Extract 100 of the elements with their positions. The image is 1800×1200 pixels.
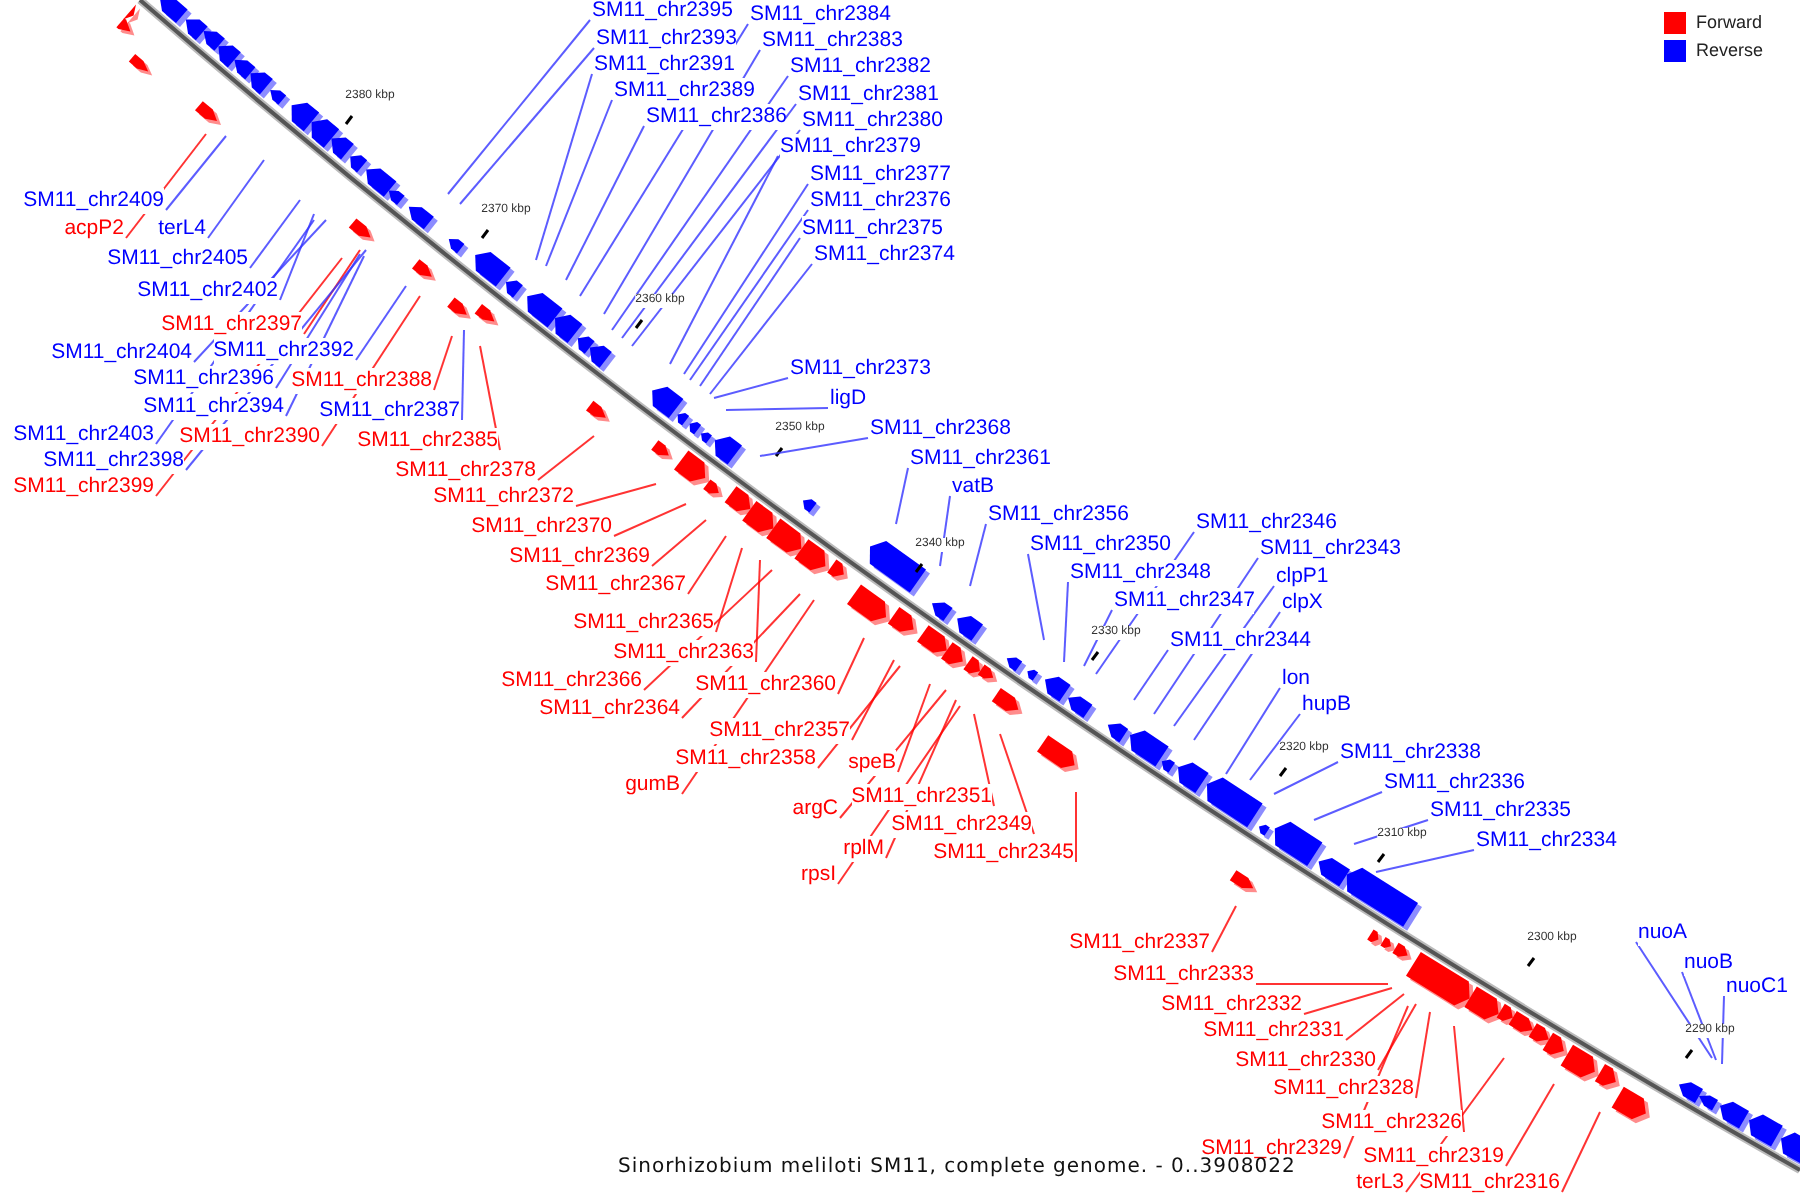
leader-line <box>447 19 591 195</box>
leader-line <box>725 407 829 411</box>
gene-label: SM11_chr2382 <box>790 54 931 80</box>
gene-label: speB <box>848 750 896 776</box>
gene-label: SM11_chr2391 <box>594 52 735 78</box>
gene-label: SM11_chr2399 <box>13 474 154 500</box>
leader-line <box>1063 581 1069 663</box>
gene-label: nuoA <box>1638 920 1688 946</box>
leader-line <box>699 237 801 387</box>
leader-line <box>1453 1025 1465 1133</box>
leader-line <box>1249 713 1301 781</box>
leader-line <box>1377 1003 1417 1071</box>
gene-label: SM11_chr2349 <box>891 812 1032 838</box>
gene-label: acpP2 <box>64 216 124 242</box>
gene-label: SM11_chr2366 <box>501 668 642 694</box>
leader-line <box>895 467 909 525</box>
gene-label: SM11_chr2372 <box>433 484 574 510</box>
gene-label: SM11_chr2356 <box>988 502 1129 528</box>
leader-line <box>461 329 465 421</box>
legend-label: Forward <box>1696 12 1765 34</box>
gene-label: SM11_chr2357 <box>709 718 850 744</box>
leader-line <box>715 547 743 633</box>
gene-label: SM11_chr2396 <box>133 366 274 392</box>
leader-line <box>1075 791 1077 863</box>
gene-label: SM11_chr2361 <box>910 446 1051 472</box>
leader-line <box>1313 791 1383 821</box>
leader-line <box>613 503 687 537</box>
leader-line <box>1303 987 1393 1015</box>
leader-line <box>651 519 707 567</box>
leader-line <box>1273 761 1339 795</box>
leader-line <box>459 47 595 205</box>
gene-label: clpP1 <box>1276 564 1329 590</box>
leader-line <box>479 345 501 451</box>
gene-label: SM11_chr2330 <box>1235 1048 1376 1074</box>
leader-line <box>355 285 407 361</box>
gene-label: SM11_chr2392 <box>213 338 354 364</box>
leader-line <box>713 377 789 399</box>
leader-line <box>837 637 865 695</box>
gene-label: SM11_chr2358 <box>675 746 816 772</box>
gene-label: SM11_chr2394 <box>143 394 284 420</box>
leader-line <box>709 263 813 395</box>
gene-label: SM11_chr2336 <box>1384 770 1525 796</box>
gene-label: SM11_chr2378 <box>395 458 536 484</box>
leader-line <box>249 199 301 269</box>
gene-label: SM11_chr2360 <box>695 672 836 698</box>
gene-label: SM11_chr2335 <box>1430 798 1571 824</box>
gene-label: ligD <box>830 386 867 412</box>
leader-line <box>759 437 869 457</box>
gene-label: SM11_chr2385 <box>357 428 498 454</box>
gene-label: SM11_chr2348 <box>1070 560 1211 586</box>
leader-line <box>1133 649 1169 701</box>
gene-label: nuoB <box>1684 950 1734 976</box>
gene-label: argC <box>792 796 838 822</box>
leader-line <box>851 659 895 741</box>
gene-label: SM11_chr2397 <box>161 312 302 338</box>
leader-line <box>687 535 727 595</box>
gene-label: SM11_chr2363 <box>613 640 754 666</box>
leader-line <box>969 523 987 587</box>
leader-line <box>303 249 361 335</box>
leader-line <box>1211 905 1237 953</box>
gene-label: SM11_chr2328 <box>1273 1076 1414 1102</box>
gene-label: SM11_chr2388 <box>291 368 432 394</box>
gene-label: SM11_chr2373 <box>790 356 931 382</box>
gene-label: SM11_chr2379 <box>780 134 921 160</box>
gene-label: SM11_chr2405 <box>107 246 248 272</box>
gene-label: SM11_chr2403 <box>13 422 154 448</box>
leader-line <box>755 559 761 663</box>
gene-label: SM11_chr2377 <box>810 162 951 188</box>
leader-line <box>669 155 779 365</box>
leader-line <box>1225 687 1281 775</box>
leader-line <box>973 713 995 807</box>
leader-line <box>165 135 227 211</box>
gene-label: SM11_chr2389 <box>614 78 755 104</box>
leader-line <box>1375 849 1475 873</box>
gene-label: SM11_chr2376 <box>810 188 951 214</box>
gene-label: SM11_chr2326 <box>1321 1110 1462 1136</box>
gene-label: SM11_chr2375 <box>802 216 943 242</box>
gene-label: SM11_chr2337 <box>1069 930 1210 956</box>
gene-label: SM11_chr2368 <box>870 416 1011 442</box>
gene-label: SM11_chr2386 <box>646 104 787 130</box>
gene-label: SM11_chr2319 <box>1363 1144 1504 1170</box>
leader-line <box>1345 993 1405 1041</box>
gene-label: SM11_chr2404 <box>51 340 192 366</box>
gene-label: SM11_chr2383 <box>762 28 903 54</box>
gene-label: SM11_chr2374 <box>814 242 955 268</box>
gene-label: SM11_chr2332 <box>1161 992 1302 1018</box>
gene-label: clpX <box>1282 590 1323 616</box>
leader-line <box>1635 941 1713 1059</box>
gene-label: rpsI <box>800 862 836 888</box>
leader-line <box>683 183 809 375</box>
legend-label: Reverse <box>1696 40 1766 62</box>
leader-line <box>207 159 265 239</box>
gene-label: SM11_chr2369 <box>509 544 650 570</box>
gene-label: rplM <box>843 836 884 862</box>
gene-label: SM11_chr2333 <box>1113 962 1254 988</box>
gene-label: SM11_chr2365 <box>573 610 714 636</box>
gene-label: SM11_chr2346 <box>1196 510 1337 536</box>
gene-label: SM11_chr2343 <box>1260 536 1401 562</box>
leader-line <box>999 733 1035 835</box>
gene-label: SM11_chr2351 <box>851 784 992 810</box>
